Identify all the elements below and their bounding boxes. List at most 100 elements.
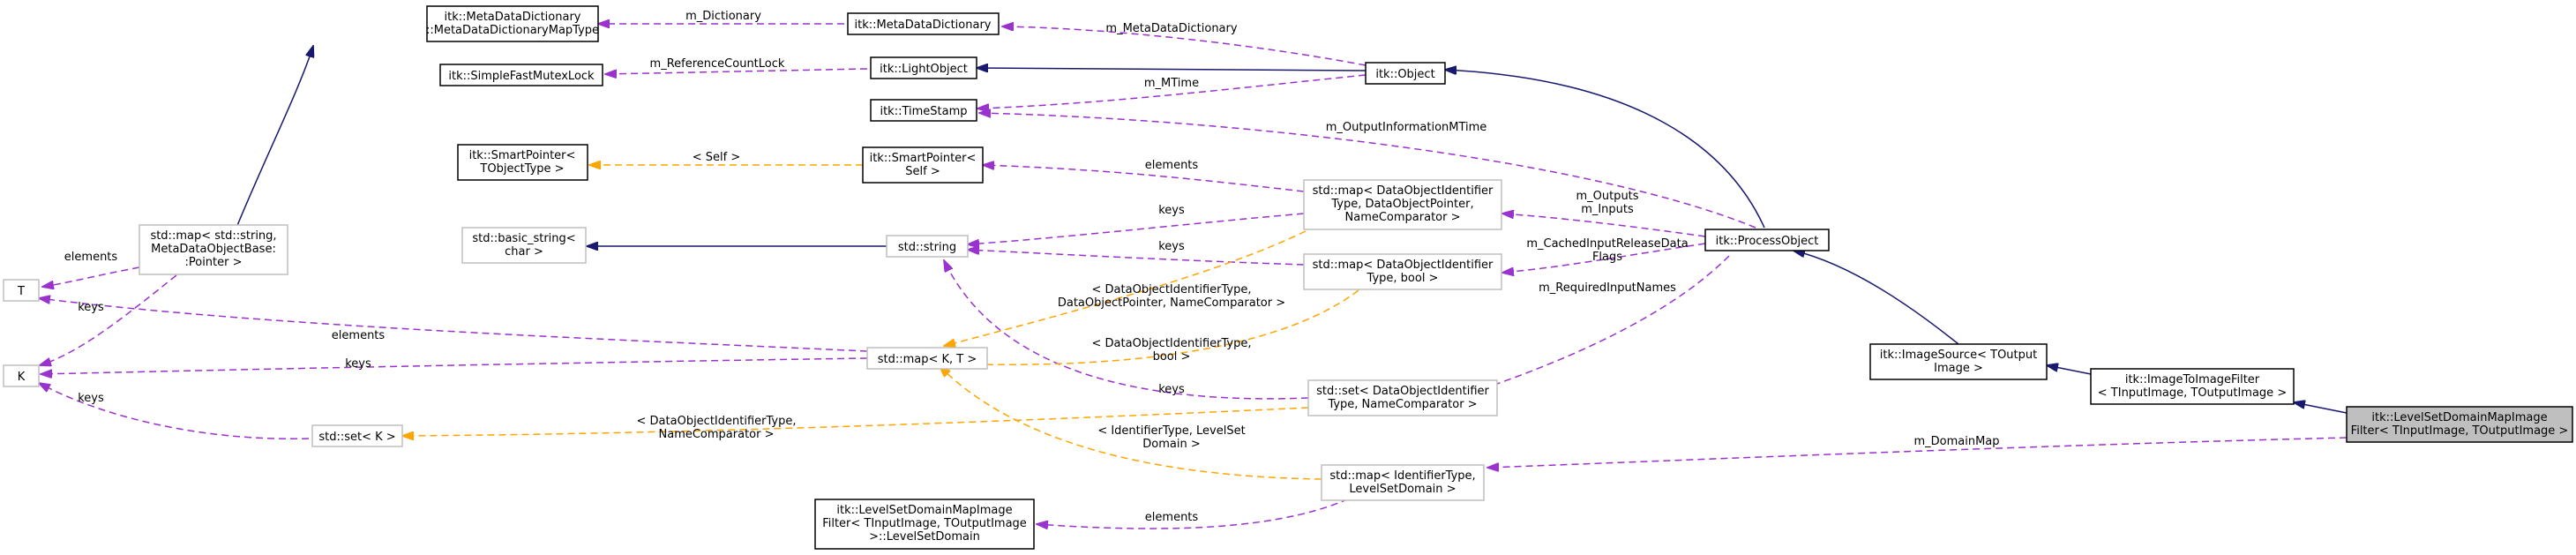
edge-map-dob-to-string [968,250,1305,266]
node-set-k[interactable]: std::set< K > [311,424,403,447]
svg-text:std::set< DataObjectIdentifier: std::set< DataObjectIdentifierType, Name… [1316,385,1489,411]
node-t[interactable]: T [3,279,40,302]
node-simplefastmutexlock[interactable]: itk::SimpleFastMutexLock [439,64,603,86]
text-line: itk::Object [1375,68,1434,81]
svg-text:itk::ProcessObject: itk::ProcessObject [1716,235,1819,248]
edge-map-dop-to-map-kt [944,230,1307,346]
node-map-k-t[interactable]: std::map< K, T > [866,347,988,370]
text-line: itk::LightObject [880,63,968,76]
text-line: Filter< TInputImage, TOutputImage > [2351,424,2569,438]
text-line: itk::ProcessObject [1716,235,1819,248]
text-line: T [17,285,25,298]
text-line: std::map< DataObjectIdentifier [1313,259,1494,272]
edge-processobject-to-timestamp [979,113,1756,229]
node-map-string-metadataobjectbase[interactable]: std::map< std::string,MetaDataObjectBase… [139,224,288,275]
svg-text:itk::ImageToImageFilter< TInpu: itk::ImageToImageFilter< TInputImage, TO… [2098,373,2287,400]
text-line: m_MetaDataDictionary [1105,22,1237,35]
label-m-dictionary: m_Dictionary [685,10,761,23]
text-line: itk::ImageSource< TOutput [1880,349,2037,362]
label-m-referencecountlock: m_ReferenceCountLock [650,57,785,71]
svg-text:std::map< DataObjectIdentifier: std::map< DataObjectIdentifierType, bool… [1313,259,1494,285]
edge-object-to-mddict [1002,26,1367,66]
node-metadatadictionary[interactable]: itk::MetaDataDictionary [847,12,1000,35]
edge-processobject-to-set-doi [1479,255,1730,390]
edge-processobject-to-object [1445,70,1765,229]
text-line: < DataObjectIdentifierType, [1092,337,1252,350]
node-lightobject[interactable]: itk::LightObject [870,56,977,79]
node-basic-string[interactable]: std::basic_string<char > [461,227,587,264]
edge-img2img-to-imagesource [2047,365,2092,375]
node-object[interactable]: itk::Object [1365,62,1446,85]
text-line: keys [345,357,371,371]
edge-map-dob-to-map-kt [944,289,1359,364]
edge-map-str-to-t [42,266,140,287]
text-line: Domain > [1142,438,1200,451]
text-line: < IdentifierType, LevelSet [1097,424,1245,438]
svg-text:T: T [17,285,25,298]
node-imagetoimagefilter[interactable]: itk::ImageToImageFilter< TInputImage, TO… [2090,368,2295,405]
text-line: < DataObjectIdentifierType, [1092,283,1252,296]
edge-map-lsd-to-map-kt [940,366,1322,480]
node-map-identifier-levelsetdomain[interactable]: std::map< IdentifierType,LevelSetDomain … [1321,464,1485,501]
text-line: NameComparator > [659,428,775,441]
text-line: itk::LevelSetDomainMapImage [836,504,1012,517]
text-line: m_CachedInputReleaseData [1526,237,1688,251]
text-line: bool > [1153,350,1191,364]
text-line: keys [1158,204,1185,217]
node-smartpointer-tobjecttype[interactable]: itk::SmartPointer<TObjectType > [457,144,588,181]
label-m-requiredinputnames: m_RequiredInputNames [1539,281,1676,295]
node-k[interactable]: K [3,364,40,387]
edge-focus-to-map-lsd [1487,437,2348,468]
text-line: m_MTime [1144,77,1199,90]
text-line: m_RequiredInputNames [1539,281,1676,295]
node-metadatadictionary-maptype[interactable]: itk::MetaDataDictionary::MetaDataDiction… [426,5,599,42]
svg-text:std::basic_string<char >: std::basic_string<char > [472,232,575,259]
node-string[interactable]: std::string [886,235,969,258]
edge-object-to-timestamp [977,74,1367,109]
text-line: m_OutputInformationMTime [1326,121,1487,134]
edge-map-str-to-mddict-map [236,46,313,229]
label-keys-set-k-k: keys [78,392,104,405]
edge-focus-to-img2img [2294,402,2348,414]
text-line: NameComparator > [1345,211,1461,224]
edges [39,24,2348,529]
svg-text:std::map< IdentifierType,Level: std::map< IdentifierType,LevelSetDomain … [1329,469,1475,496]
svg-text:itk::SmartPointer<Self >: itk::SmartPointer<Self > [870,152,977,178]
node-processobject[interactable]: itk::ProcessObject [1704,229,1830,251]
svg-text:itk::TimeStamp: itk::TimeStamp [880,105,967,118]
text-line: itk::SimpleFastMutexLock [448,70,595,83]
text-line: < DataObjectIdentifierType, [637,415,797,428]
text-line: < Self > [693,151,741,164]
label-m-metadatadictionary: m_MetaDataDictionary [1105,22,1237,35]
label-keys-map-dop: keys [1158,204,1185,217]
svg-text:std::map< DataObjectIdentifier: std::map< DataObjectIdentifierType, Data… [1313,184,1494,224]
text-line: Type, NameComparator > [1327,398,1477,411]
text-line: itk::SmartPointer< [870,152,977,165]
text-line: keys [1158,383,1185,396]
text-line: itk::MetaDataDictionary [445,11,581,24]
node-smartpointer-self[interactable]: itk::SmartPointer<Self > [862,146,984,184]
edge-map-kt-to-t [39,298,868,352]
text-line: elements [332,329,386,342]
edge-processobject-to-map-dop [1502,214,1706,237]
text-line: Type, bool > [1367,272,1439,285]
svg-text:itk::SimpleFastMutexLock: itk::SimpleFastMutexLock [448,70,595,83]
label-m-domainmap: m_DomainMap [1913,435,1999,448]
text-line: std::string [898,241,956,254]
svg-text:itk::MetaDataDictionary: itk::MetaDataDictionary [855,19,992,32]
text-line: m_Inputs [1581,203,1634,216]
text-line: ::MetaDataDictionaryMapType [426,24,599,37]
text-line: Flags [1592,251,1622,264]
node-timestamp[interactable]: itk::TimeStamp [870,99,977,122]
